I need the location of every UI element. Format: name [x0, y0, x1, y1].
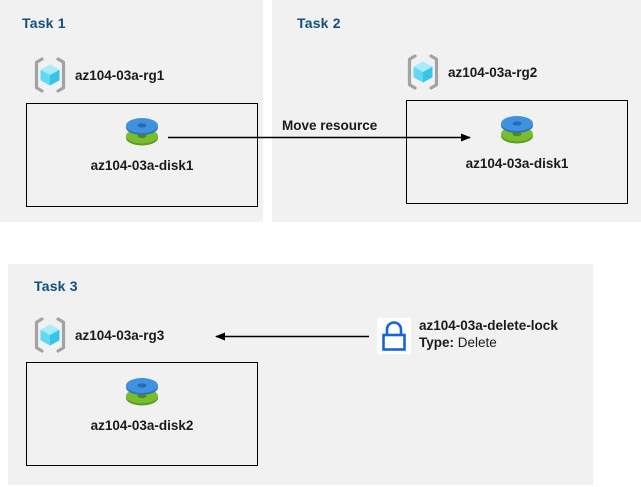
task1-panel: [0, 0, 263, 222]
task2-resource-group-label: az104-03a-rg2: [448, 64, 538, 80]
task1-resource-box: [26, 103, 258, 207]
resource-group-icon: [32, 316, 68, 354]
task2-resource-box: [406, 100, 628, 204]
delete-lock-text: az104-03a-delete-lock Type: Delete: [419, 318, 558, 351]
managed-disk-icon: [495, 110, 539, 152]
task3-disk[interactable]: az104-03a-disk2: [78, 372, 206, 433]
task3-panel: [8, 264, 593, 485]
managed-disk-icon: [120, 372, 164, 414]
delete-lock-label: az104-03a-delete-lock: [419, 318, 558, 333]
task1-disk-label: az104-03a-disk1: [90, 158, 194, 173]
task1-resource-group[interactable]: az104-03a-rg1: [32, 56, 164, 94]
task2-title: Task 2: [297, 15, 341, 31]
task1-disk[interactable]: az104-03a-disk1: [78, 112, 206, 173]
task1-resource-group-label: az104-03a-rg1: [75, 67, 165, 83]
move-resource-label: Move resource: [279, 118, 381, 133]
task3-disk-label: az104-03a-disk2: [90, 418, 194, 433]
delete-lock-node[interactable]: az104-03a-delete-lock Type: Delete: [377, 318, 558, 354]
resource-group-icon: [32, 56, 68, 94]
lock-icon: [377, 318, 411, 354]
task2-resource-group[interactable]: az104-03a-rg2: [405, 53, 537, 91]
delete-lock-type-value: Delete: [457, 335, 497, 350]
task2-disk[interactable]: az104-03a-disk1: [453, 110, 581, 171]
managed-disk-icon: [120, 112, 164, 154]
task3-title: Task 3: [34, 278, 78, 294]
lock-arrow: [215, 332, 369, 341]
delete-lock-type-key: Type:: [419, 335, 455, 350]
delete-lock-type: Type: Delete: [419, 334, 558, 351]
task2-panel: [272, 0, 641, 222]
move-resource-arrow: [168, 133, 471, 142]
task3-resource-group[interactable]: az104-03a-rg3: [32, 316, 164, 354]
task3-resource-box: [26, 362, 258, 466]
task1-title: Task 1: [22, 15, 66, 31]
resource-group-icon: [405, 53, 441, 91]
task3-resource-group-label: az104-03a-rg3: [75, 327, 165, 343]
task2-disk-label: az104-03a-disk1: [465, 156, 569, 171]
